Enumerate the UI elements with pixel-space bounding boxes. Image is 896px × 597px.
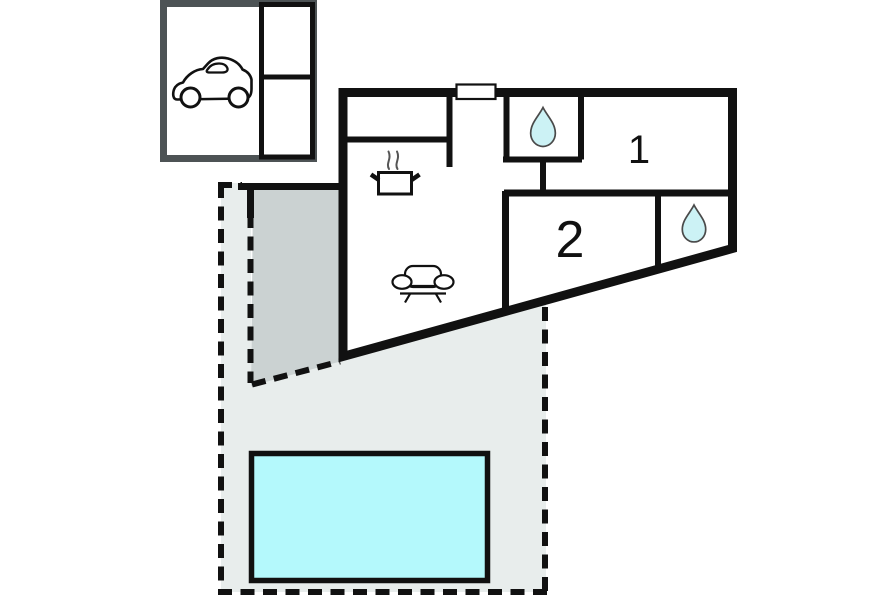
car-wheel-front	[179, 86, 202, 109]
building	[338, 83, 737, 363]
pot-handles	[369, 172, 421, 182]
pool	[248, 450, 491, 584]
building-outline	[338, 88, 737, 363]
door-marker	[455, 83, 497, 101]
stove-icon	[369, 150, 421, 196]
storage-room-bottom	[259, 74, 315, 160]
sofa-legs	[404, 293, 442, 304]
terrace-boundary-slant	[251, 358, 341, 388]
car-icon	[171, 56, 253, 109]
plot-boundary-dashed	[218, 182, 548, 595]
water-drop-icon	[681, 203, 707, 243]
room2-label: 2	[556, 211, 585, 269]
sofa-icon	[391, 264, 455, 304]
terrace-wall	[238, 183, 345, 218]
terrace-area	[251, 190, 342, 386]
water-drop-shape	[529, 105, 557, 148]
car-window	[205, 62, 229, 74]
car-body	[171, 56, 253, 101]
interior-walls	[345, 93, 735, 312]
storage-room-top	[259, 2, 315, 80]
water-drop-shape	[681, 203, 707, 243]
water-drop-icon	[529, 105, 557, 148]
sofa-arm-right	[433, 274, 455, 290]
pot-body	[377, 171, 413, 196]
garage	[160, 0, 317, 162]
room1-label: 1	[628, 128, 650, 172]
steam-lines	[386, 150, 400, 170]
car-wheel-rear	[227, 86, 250, 109]
sofa-arm-left	[391, 274, 413, 290]
